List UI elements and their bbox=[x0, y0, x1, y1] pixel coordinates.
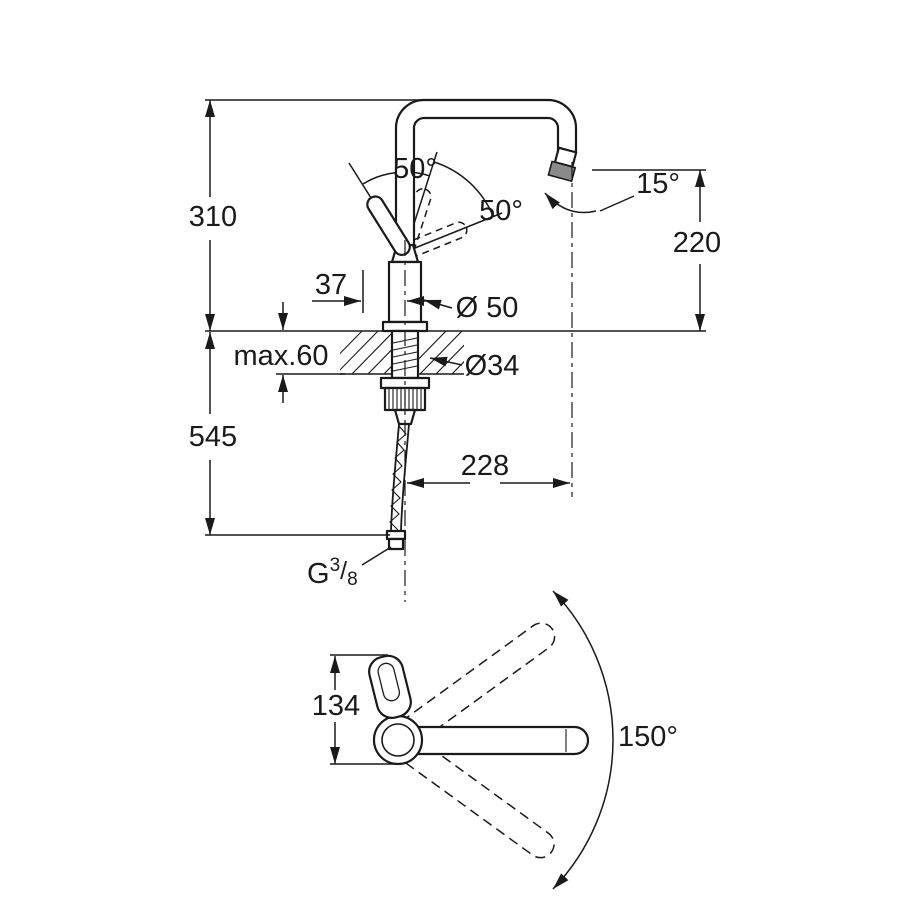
angle-50-label-1: 50° bbox=[393, 153, 437, 185]
dim-220-label: 220 bbox=[673, 227, 721, 259]
dim-37-label: 37 bbox=[315, 269, 347, 301]
dim-134-label: 134 bbox=[312, 690, 360, 722]
angle-150-label: 150° bbox=[618, 721, 678, 753]
thread-label: G3/8 bbox=[307, 555, 358, 590]
counter-hatch-left bbox=[340, 331, 392, 374]
hose-cone bbox=[393, 408, 417, 426]
flex-hose-left-edge bbox=[390, 423, 400, 532]
hose-connector-nut bbox=[387, 537, 405, 551]
leader-thread bbox=[361, 546, 392, 566]
body-circle-inner bbox=[381, 723, 415, 757]
angle-15-annotation bbox=[544, 192, 635, 214]
flex-hose-right-edge bbox=[400, 423, 410, 532]
nut-knurl bbox=[388, 389, 422, 409]
dim-545 bbox=[205, 332, 390, 536]
dim-310 bbox=[205, 99, 420, 331]
counter-hatch-right bbox=[418, 331, 464, 374]
hose-braid bbox=[389, 425, 407, 531]
dim-545-label: 545 bbox=[189, 421, 237, 453]
front-view: 310 545 50° 50° 15° 220 37 Ø 50 max.60 Ø… bbox=[189, 98, 721, 602]
dim-310-label: 310 bbox=[189, 201, 237, 233]
dia-34-label: Ø34 bbox=[465, 350, 520, 382]
dim-max60 bbox=[276, 302, 345, 403]
leader-dia50 bbox=[423, 299, 453, 310]
dim-134 bbox=[330, 654, 396, 765]
angle-15-label: 15° bbox=[636, 168, 680, 200]
dia-50-label: Ø 50 bbox=[456, 292, 519, 324]
leader-dia34 bbox=[429, 356, 463, 367]
max-60-label: max.60 bbox=[233, 340, 328, 372]
outlet-tip bbox=[547, 146, 578, 183]
angle-50-label-2: 50° bbox=[479, 195, 523, 227]
mousseur bbox=[547, 160, 577, 183]
swivel-arc bbox=[552, 590, 614, 890]
handle-lever bbox=[366, 195, 411, 257]
dim-220 bbox=[592, 169, 706, 331]
dim-228-label: 228 bbox=[461, 450, 509, 482]
plan-view: 134 150° bbox=[312, 590, 678, 890]
spout-plan bbox=[396, 725, 590, 756]
handle-plan bbox=[368, 654, 412, 719]
